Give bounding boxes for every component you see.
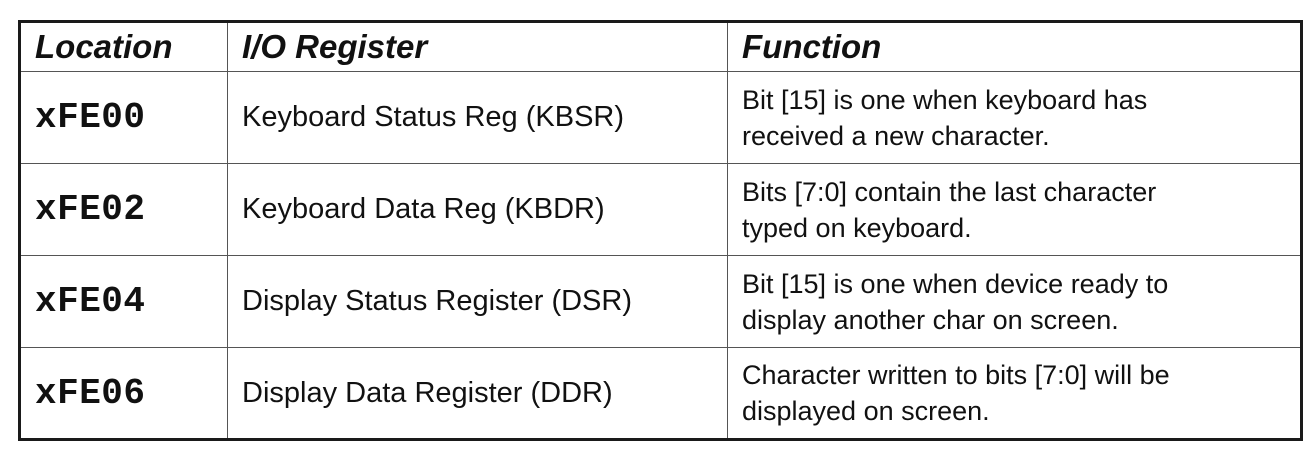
function-text-line: Bits [7:0] contain the last character: [742, 176, 1157, 207]
table-row: xFE06 Display Data Register (DDR) Charac…: [19, 347, 1302, 440]
function-text-line: Bit [15] is one when device ready to: [742, 268, 1169, 299]
location-cell: xFE00: [19, 71, 228, 164]
table-header: Location I/O Register Function: [19, 21, 1302, 72]
register-cell: Display Status Register (DSR): [227, 255, 728, 348]
header-function: Function: [727, 21, 1302, 72]
location-cell: xFE06: [19, 347, 228, 440]
register-cell: Keyboard Data Reg (KBDR): [227, 163, 728, 256]
register-cell: Keyboard Status Reg (KBSR): [227, 71, 728, 164]
function-text-line: display another char on screen.: [742, 304, 1119, 335]
function-text-line: typed on keyboard.: [742, 212, 972, 243]
header-io-register: I/O Register: [227, 21, 728, 72]
function-text-line: Bit [15] is one when keyboard has: [742, 84, 1148, 115]
table-row: xFE02 Keyboard Data Reg (KBDR) Bits [7:0…: [19, 163, 1302, 256]
io-register-table: Location I/O Register Function xFE00 Key…: [18, 20, 1303, 441]
table-row: xFE04 Display Status Register (DSR) Bit …: [19, 255, 1302, 348]
function-cell: Bits [7:0] contain the last character ty…: [727, 163, 1302, 256]
function-text-line: Character written to bits [7:0] will be: [742, 360, 1170, 390]
header-location: Location: [19, 21, 228, 72]
location-cell: xFE04: [19, 255, 228, 348]
table-body: xFE00 Keyboard Status Reg (KBSR) Bit [15…: [19, 71, 1302, 440]
function-cell: Bit [15] is one when keyboard has receiv…: [727, 71, 1302, 164]
function-cell: Character written to bits [7:0] will be …: [727, 347, 1302, 440]
function-cell: Bit [15] is one when device ready to dis…: [727, 255, 1302, 348]
function-text-line: displayed on screen.: [742, 396, 990, 426]
header-row: Location I/O Register Function: [19, 21, 1302, 72]
location-cell: xFE02: [19, 163, 228, 256]
function-text-line: received a new character.: [742, 120, 1050, 151]
table-row: xFE00 Keyboard Status Reg (KBSR) Bit [15…: [19, 71, 1302, 164]
register-cell: Display Data Register (DDR): [227, 347, 728, 440]
